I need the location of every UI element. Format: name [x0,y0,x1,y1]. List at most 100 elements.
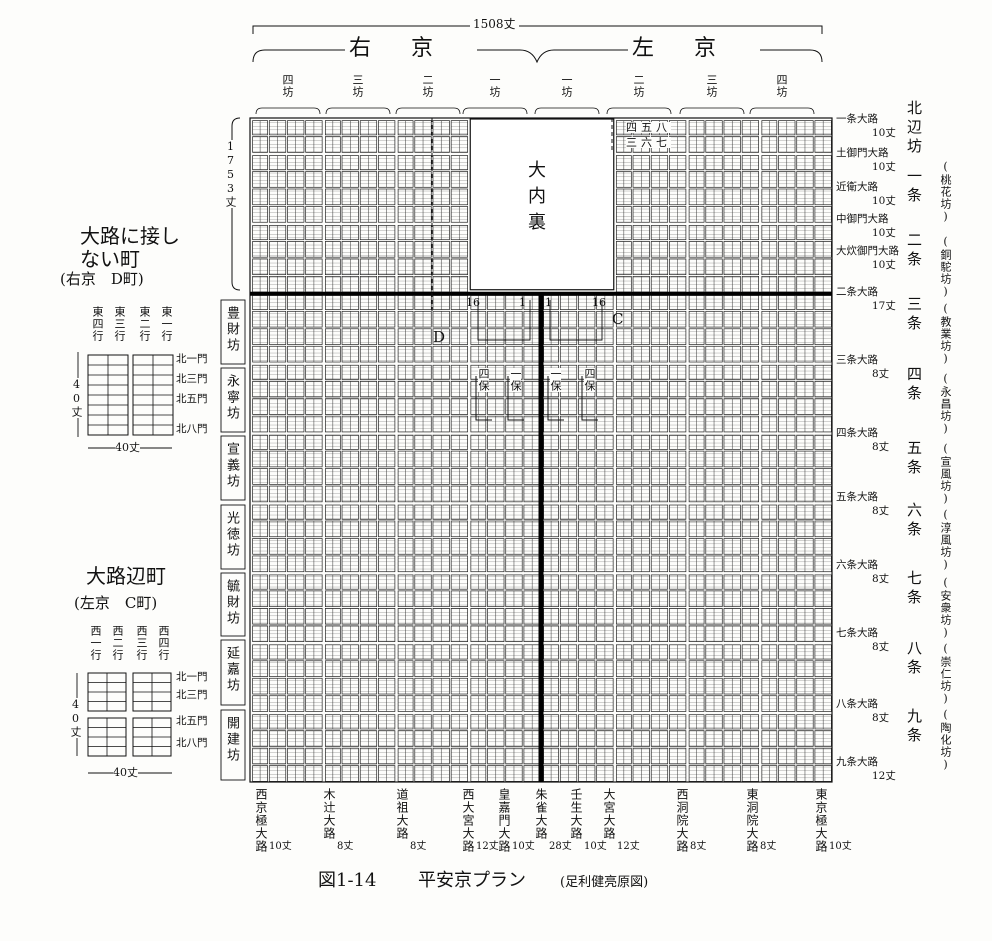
jo-label: 七条 [905,570,923,608]
ward-box [220,504,246,570]
ward-box [220,435,246,501]
inset-d-column-label: 東三行 [113,306,126,342]
inset-c-subtitle: (左京 C町) [74,594,158,612]
south-road-name: 皇嘉門大路 [497,788,511,853]
east-road-width: 17丈 [872,300,896,312]
east-road-name: 一条大路 [836,113,878,125]
jo-ward-name: (安衆坊) [939,576,952,640]
inset-c-row-label: 北三門 [176,689,208,701]
south-road-width: 12丈 [476,841,499,852]
inset-d-width-label: 40丈 [115,441,140,454]
jo-label: 一条 [905,168,923,206]
east-road-name: 大炊御門大路 [836,245,899,257]
palace-label: 大内裏 [525,160,546,238]
south-road-width: 8丈 [410,841,427,852]
ward-box [220,572,246,637]
south-road-width: 8丈 [337,841,354,852]
cho-numbers-top: 四五八 [626,121,671,134]
east-road-width: 8丈 [872,573,890,585]
jo-ward-name: (陶化坊) [939,708,952,772]
caption-source: (足利健亮原図) [560,875,649,890]
cho-order-path-west [477,300,531,341]
ho-label: 一保 [509,368,522,392]
inset-d-column-label: 東一行 [160,306,173,342]
ward-box [220,367,246,433]
caption-number: 図1-14 [318,870,377,891]
jo-label: 二条 [905,232,923,270]
inset-c-column-label: 西二行 [111,625,124,661]
east-road-name: 九条大路 [836,756,878,768]
east-road-name: 五条大路 [836,491,878,503]
cho-number-west-16: 16 [466,296,480,309]
jo-label: 四条 [905,366,923,404]
cho-number-east-16: 16 [592,296,606,309]
jo-ward-name: (宣風坊) [939,442,952,506]
east-road-name: 中御門大路 [836,213,889,225]
palace-area [469,118,615,291]
east-road-name: 八条大路 [836,698,878,710]
south-road-name: 木辻大路 [322,788,336,840]
cho-order-path-east [549,300,603,341]
south-road-width: 10丈 [829,841,852,852]
east-road-width: 12丈 [872,770,896,782]
bo-brace [679,107,745,115]
jo-label: 北辺坊 [905,100,923,157]
south-road-width: 28丈 [549,841,572,852]
ho-bracket [507,376,524,421]
bo-brace [255,107,321,115]
jo-label: 五条 [905,440,923,478]
inset-d-row-label: 北八門 [176,423,208,435]
east-road-width: 10丈 [872,195,896,207]
east-road-width: 8丈 [872,712,890,724]
total-height-label: 1753丈 [224,140,237,208]
ward-box [220,299,246,365]
jo-label: 三条 [905,296,923,334]
bo-label-west: 二坊 [421,74,434,98]
jo-ward-name: (桃花坊) [939,160,952,224]
inset-d-row-label: 北五門 [176,393,208,405]
caption-title: 平安京プラン [418,870,526,891]
jo-ward-name: (教業坊) [939,302,952,366]
east-road-name: 土御門大路 [836,147,889,159]
bo-brace [395,107,461,115]
west-ward-name: 開建坊 [224,716,239,764]
south-road-name: 壬生大路 [569,788,583,840]
south-road-name: 西京極大路 [254,788,268,853]
east-road-name: 近衛大路 [836,181,878,193]
south-road-width: 8丈 [690,841,707,852]
jo-label: 九条 [905,708,923,746]
bo-label-west: 一坊 [488,74,501,98]
bo-label-west: 三坊 [351,74,364,98]
inset-d-title-line-2: ない町 [80,247,140,271]
bo-label-east: 一坊 [560,74,573,98]
jo-ward-name: (永昌坊) [939,372,952,436]
west-ward-name: 永寧坊 [224,374,239,422]
east-road-name: 六条大路 [836,559,878,571]
ho-bracket [581,376,598,421]
south-road-width: 10丈 [512,841,535,852]
inset-d-title-line-1: 大路に接し [80,224,180,248]
south-road-name: 東京極大路 [814,788,828,853]
east-road-width: 8丈 [872,641,890,653]
inset-d-subtitle: (右京 D町) [60,270,144,288]
ward-box [220,639,246,706]
cho-numbers-bottom: 三六七 [626,136,671,149]
total-width-brace [252,25,823,34]
east-road-name: 二条大路 [836,286,878,298]
inset-d-row-label: 北三門 [176,373,208,385]
inset-c-column-label: 西四行 [157,625,170,661]
south-road-width: 8丈 [760,841,777,852]
east-road-name: 三条大路 [836,354,878,366]
south-road-name: 朱雀大路 [534,788,548,840]
inset-c-row-label: 北八門 [176,737,208,749]
east-half-label: 左京 [628,38,761,60]
cho-number-west-1: 1 [519,296,526,309]
east-road-width: 8丈 [872,505,890,517]
bo-brace [749,107,815,115]
south-road-name: 西洞院大路 [675,788,689,853]
total-width-label: 1508丈 [470,18,519,30]
south-road-width: 12丈 [617,841,640,852]
jo-label: 六条 [905,502,923,540]
east-road-width: 10丈 [872,227,896,239]
